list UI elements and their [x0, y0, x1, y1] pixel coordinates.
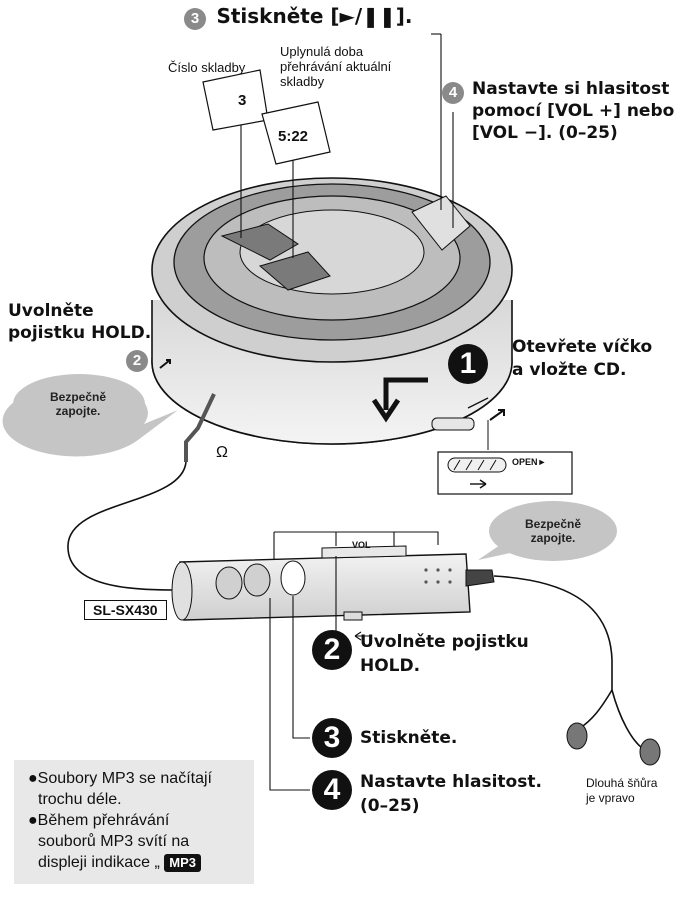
step4-top-text: Nastavte si hlasitost pomocí [VOL +] neb…	[472, 78, 674, 144]
step3-top-text: Stiskněte [►/❚❚].	[216, 4, 413, 28]
display-time: 5:22	[278, 128, 309, 145]
step4-top-line2: pomocí [VOL +] nebo	[472, 101, 675, 121]
open-lid-line2: a vložte CD.	[512, 360, 627, 380]
step3-top-number: 3	[184, 8, 206, 30]
step3-top: 3 Stiskněte [►/❚❚].	[184, 4, 412, 30]
small-arrows	[159, 359, 505, 421]
release-hold-left-number-wrap: 2	[126, 350, 148, 372]
model-label: SL-SX430	[84, 600, 167, 620]
display-track-number: 3	[238, 92, 247, 109]
bubble-right-line2: zapojte.	[530, 531, 576, 545]
cord-note-line1: Dlouhá šňůra	[586, 776, 658, 790]
remote-step2-line1: Uvolněte pojistku	[360, 632, 529, 652]
open-lid-number-wrap: 1	[448, 344, 488, 384]
step4-top-number-wrap: 4	[442, 82, 464, 104]
bubble-left-line2: zapojte.	[55, 404, 101, 418]
open-switch-inset	[437, 420, 573, 495]
release-hold-left-line2: pojistku HOLD.	[8, 323, 152, 343]
cd-player	[151, 177, 513, 445]
note-line3: ●Během přehrávání	[28, 812, 170, 829]
remote-step4-number-wrap: 4	[312, 770, 352, 810]
release-hold-left-number: 2	[126, 350, 148, 372]
remote-step3-number-wrap: 3	[312, 718, 352, 758]
release-hold-left-text: Uvolněte pojistku HOLD.	[8, 300, 151, 344]
remote-step2-number-wrap: 2	[312, 630, 352, 670]
cable-left	[67, 393, 216, 591]
remote-step4-number: 4	[312, 770, 352, 810]
bubble-shapes	[2, 374, 617, 561]
bubble-right-line1: Bezpečně	[524, 517, 582, 531]
headphone-icon: Ω	[216, 444, 228, 461]
open-lid-text: Otevřete víčko a vložte CD.	[512, 336, 652, 382]
open-lid-number: 1	[448, 344, 488, 384]
remote-step3-number: 3	[312, 718, 352, 758]
vol-label: VOL	[352, 540, 371, 550]
notes-box-bg	[14, 760, 254, 884]
remote-step4-text: Nastavte hlasitost. (0–25)	[360, 770, 542, 818]
bubble-left: Bezpečně zapojte.	[28, 390, 128, 418]
bubble-right: Bezpečně zapojte.	[503, 517, 603, 545]
remote-step3-text: Stiskněte.	[360, 728, 458, 748]
note-line5: displeji indikace „ MP3	[28, 852, 252, 873]
remote-step2-line2: HOLD.	[360, 656, 421, 676]
note-line5-text: displeji indikace „	[38, 854, 160, 871]
open-arrow	[371, 377, 428, 423]
elapsed-time-label: Uplynulá doba přehrávání aktuální skladb…	[280, 44, 410, 89]
remote-control	[171, 545, 495, 621]
step4-top-line3: [VOL −]. (0–25)	[472, 123, 618, 143]
open-switch-label: OPEN►	[512, 457, 547, 467]
note-line2: trochu déle.	[38, 791, 122, 808]
step4-top-line1: Nastavte si hlasitost	[472, 79, 670, 99]
remote-step4-line2: (0–25)	[360, 796, 420, 816]
display-callouts	[202, 69, 331, 165]
remote-step2-number: 2	[312, 630, 352, 670]
elapsed-time-label-text: Uplynulá doba přehrávání aktuální skladb…	[280, 44, 392, 89]
cord-note: Dlouhá šňůra je vpravo	[586, 776, 657, 806]
remote-step2-text: Uvolněte pojistku HOLD.	[360, 630, 529, 678]
step4-top-number: 4	[442, 82, 464, 104]
mp3-badge: MP3	[164, 854, 202, 872]
remote-leaders	[269, 531, 439, 791]
open-lid-line1: Otevřete víčko	[512, 337, 653, 357]
bubble-left-line1: Bezpečně	[49, 390, 107, 404]
track-number-label: Číslo skladby	[168, 60, 246, 75]
remote-step4-line1: Nastavte hlasitost.	[360, 772, 542, 792]
note-line4: souborů MP3 svítí na	[38, 833, 190, 850]
cord-note-line2: je vpravo	[586, 791, 635, 805]
release-hold-left-line1: Uvolněte	[8, 301, 94, 321]
notes-box: ●Soubory MP3 se načítají trochu déle. ●B…	[28, 768, 252, 873]
earphones	[566, 722, 661, 766]
note-line1: ●Soubory MP3 se načítají	[28, 770, 212, 787]
